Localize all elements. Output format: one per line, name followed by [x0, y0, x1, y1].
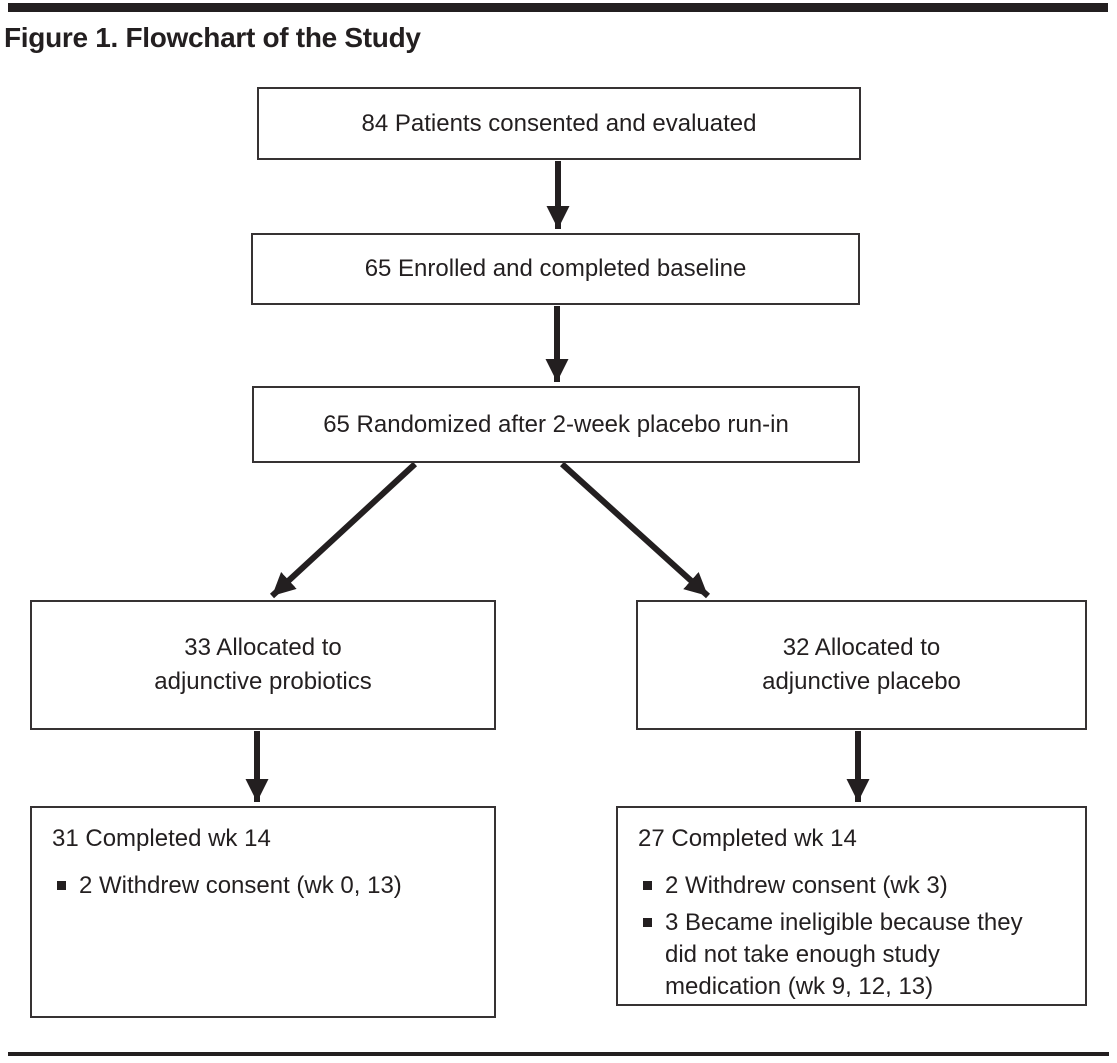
- box-text-line2: adjunctive placebo: [762, 668, 961, 695]
- box-text-line1: 33 Allocated to: [184, 634, 342, 661]
- dropout-bullet-list: 2 Withdrew consent (wk 0, 13): [57, 870, 494, 902]
- box-completed-probiotics: 31 Completed wk 14 2 Withdrew consent (w…: [30, 806, 496, 1018]
- box-text: 84 Patients consented and evaluated: [361, 109, 757, 137]
- completed-heading: 31 Completed wk 14: [52, 825, 271, 852]
- figure-title: Figure 1. Flowchart of the Study: [4, 22, 421, 53]
- box-randomized-runin: 65 Randomized after 2-week placebo run-i…: [252, 386, 860, 463]
- box-patients-consented: 84 Patients consented and evaluated: [257, 87, 861, 160]
- dropout-bullet-list: 2 Withdrew consent (wk 3) 3 Became ineli…: [643, 870, 1085, 1003]
- box-allocated-probiotics: 33 Allocated to adjunctive probiotics: [30, 600, 496, 730]
- bullet-item: 2 Withdrew consent (wk 3): [643, 870, 1085, 902]
- completed-heading: 27 Completed wk 14: [638, 825, 857, 852]
- arrow-randomized-to-probiotics: [269, 461, 418, 599]
- bullet-text: 3 Became ineligible because they did not…: [665, 909, 1023, 1000]
- bullet-text: 2 Withdrew consent (wk 0, 13): [79, 872, 402, 899]
- box-text: 65 Enrolled and completed baseline: [364, 255, 747, 282]
- bullet-item: 3 Became ineligible because they did not…: [643, 907, 1085, 1003]
- square-bullet-icon: [643, 918, 652, 927]
- figure-top-rule: [8, 3, 1108, 12]
- box-enrolled-baseline: 65 Enrolled and completed baseline: [251, 233, 860, 305]
- box-text-line2: adjunctive probiotics: [154, 668, 372, 695]
- square-bullet-icon: [57, 881, 66, 890]
- bullet-text: 2 Withdrew consent (wk 3): [665, 872, 948, 899]
- box-text-line1: 32 Allocated to: [782, 634, 941, 661]
- box-completed-placebo: 27 Completed wk 14 2 Withdrew consent (w…: [616, 806, 1087, 1006]
- square-bullet-icon: [643, 881, 652, 890]
- figure-bottom-rule: [8, 1052, 1109, 1056]
- box-text: 65 Randomized after 2-week placebo run-i…: [323, 410, 789, 438]
- box-allocated-placebo: 32 Allocated to adjunctive placebo: [636, 600, 1087, 730]
- bullet-item: 2 Withdrew consent (wk 0, 13): [57, 870, 494, 902]
- arrow-randomized-to-placebo: [559, 461, 711, 599]
